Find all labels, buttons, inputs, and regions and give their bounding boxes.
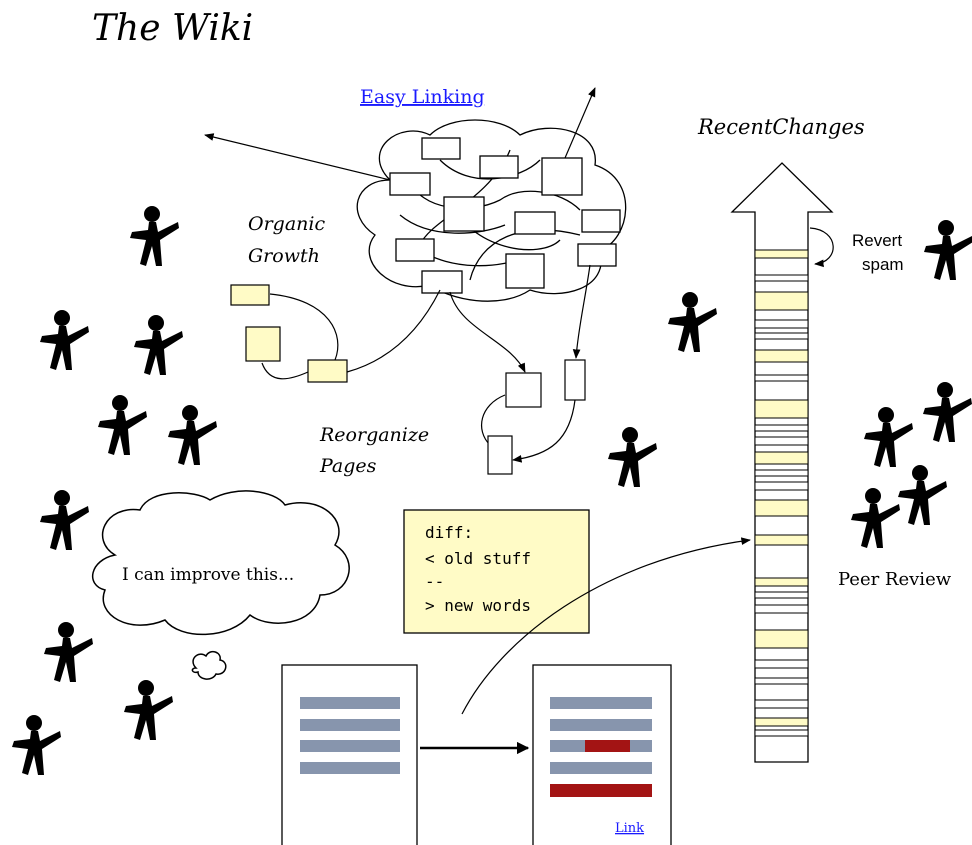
page-link[interactable]: Link (615, 821, 644, 836)
reorganize-pages-label-1: Reorganize (319, 424, 429, 446)
recent-changes-label: RecentChanges (697, 115, 865, 139)
organic-growth-label-1: Organic (248, 213, 325, 235)
person-figure-icon (124, 680, 173, 740)
person-figure-icon (130, 206, 179, 266)
person-figure-icon (851, 488, 900, 548)
person-figure-icon (924, 220, 972, 280)
person-figure-icon (12, 715, 61, 775)
thought-text: I can improve this... (122, 565, 294, 585)
revert-label-1: Revert (852, 231, 902, 250)
person-figure-icon (923, 382, 972, 442)
person-figure-icon (44, 622, 93, 682)
person-figure-icon (898, 465, 947, 525)
revert-arrow-icon (809, 227, 834, 268)
person-figure-icon (668, 292, 717, 352)
person-figure-icon (134, 315, 183, 375)
old-page (281, 664, 418, 845)
peer-review-label: Peer Review (838, 569, 952, 590)
person-figure-icon (608, 427, 657, 487)
organic-growth-pages (230, 284, 441, 383)
organic-growth-label-2: Growth (248, 245, 320, 267)
diff-line-1: diff: (425, 523, 473, 542)
person-figure-icon (40, 490, 89, 550)
reorganize-pages-label-2: Pages (319, 455, 377, 477)
new-page: Link (532, 664, 672, 845)
thought-bubble (91, 490, 350, 680)
link-arrows (204, 87, 596, 181)
person-figure-icon (864, 407, 913, 467)
recent-changes-arrow (730, 162, 834, 763)
person-figure-icon (168, 405, 217, 465)
reorganize-pages (449, 264, 591, 475)
easy-linking-link[interactable]: Easy Linking (360, 86, 485, 108)
diff-line-2: < old stuff (425, 549, 531, 568)
person-figure-icon (40, 310, 89, 370)
people (12, 206, 972, 775)
diff-line-4: > new words (425, 596, 531, 615)
diff-line-3: -- (425, 572, 444, 591)
page-title: The Wiki (92, 8, 253, 49)
person-figure-icon (98, 395, 147, 455)
diff-box: diff: < old stuff -- > new words (403, 509, 590, 634)
revert-label-2: spam (862, 255, 904, 274)
diff-to-recent-arrow-icon (461, 537, 751, 715)
linked-pages (389, 137, 621, 294)
